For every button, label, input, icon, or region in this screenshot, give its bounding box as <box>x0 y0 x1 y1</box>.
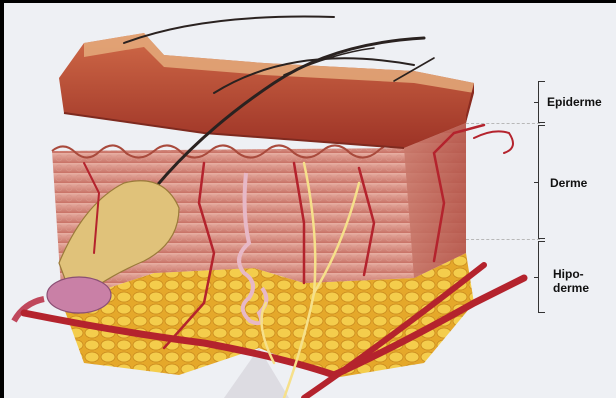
dermis-bracket <box>538 125 547 239</box>
dermis-label: Derme <box>550 176 587 190</box>
epidermis-guide-line <box>466 123 540 124</box>
epidermis-label: Epiderme <box>547 95 602 109</box>
dermis-guide-line <box>466 239 540 240</box>
hypodermis-label-line2: derme <box>553 281 589 295</box>
epidermis-layer <box>59 33 474 148</box>
hypodermis-label-line1: Hipo- <box>553 267 584 281</box>
skin-diagram-frame: Epiderme Derme Hipo- derme <box>4 3 616 398</box>
hypodermis-bracket <box>538 241 547 313</box>
epidermis-bracket <box>538 81 547 123</box>
skin-cross-section-illustration <box>4 3 616 398</box>
